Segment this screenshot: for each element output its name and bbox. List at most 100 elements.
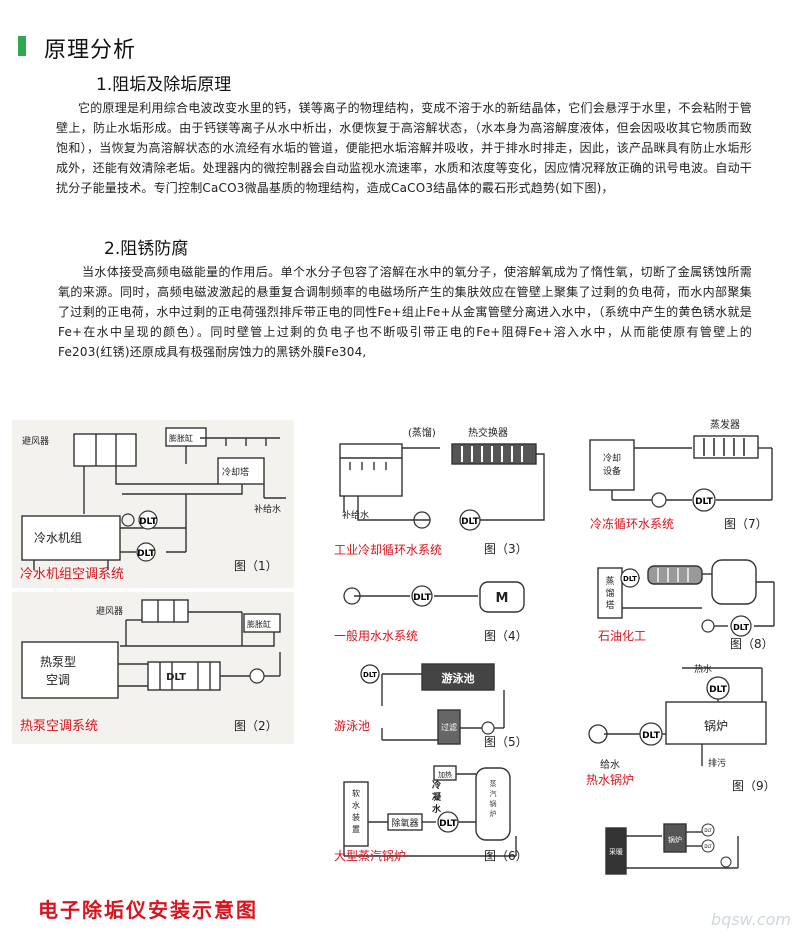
- paragraph-1: 它的原理是利用综合电波改变水里的钙，镁等离子的物理结构，变成不溶于水的新结晶体，…: [56, 101, 752, 195]
- svg-text:汽: 汽: [490, 789, 497, 798]
- caption-fig7: 冷冻循环水系统: [590, 516, 674, 531]
- svg-text:DLT: DLT: [704, 844, 712, 849]
- svg-text:DLT: DLT: [137, 549, 156, 559]
- label-tank: 膨胀缸: [247, 619, 271, 629]
- label-makeup: 补给水: [254, 503, 281, 515]
- caption-fig6: 大型蒸汽锅炉: [334, 848, 406, 863]
- pump-icon: [249, 668, 265, 684]
- caption-fig9: 热水锅炉: [586, 772, 634, 787]
- svg-text:DLT: DLT: [413, 593, 432, 603]
- svg-text:DLT: DLT: [363, 671, 377, 679]
- label-drain: 排污: [708, 757, 726, 769]
- svg-text:炉: 炉: [490, 809, 497, 818]
- dlt-device: [459, 509, 481, 531]
- label-evaporator: 蒸发器: [710, 418, 740, 431]
- pump-icon: [588, 724, 608, 744]
- filter-box: [437, 709, 461, 745]
- boiler-box: [475, 767, 511, 841]
- caption-fig2: 热泵空调系统: [20, 719, 98, 734]
- dlt-device: [411, 585, 433, 607]
- label-vent: 避风器: [22, 435, 49, 447]
- pump-icon: [720, 856, 732, 868]
- boiler-box: [663, 823, 687, 853]
- dlt-device: [701, 839, 715, 853]
- dlt-device: [136, 542, 156, 562]
- dlt-device: [138, 510, 158, 530]
- heater-box: [433, 765, 457, 781]
- footer-title: 电子除垢仪安装示意图: [38, 898, 258, 922]
- label-pool: 游泳池: [442, 671, 475, 685]
- label-boiler: 锅炉: [704, 718, 728, 733]
- svg-text:装: 装: [352, 812, 360, 822]
- page-title: 原理分析: [44, 38, 137, 63]
- dlt-device: [706, 676, 730, 700]
- figure-number-1: 图（1）: [234, 559, 278, 573]
- caption-fig1: 冷水机组空调系统: [20, 567, 124, 582]
- svg-text:软: 软: [352, 788, 360, 798]
- label-heatpump-2: 空调: [46, 673, 70, 687]
- label-vent: 避风器: [96, 605, 123, 617]
- diagram-9-hot-water-boiler: DLT DLT 热水 锅炉 给水 排污 热水锅炉 图（9）: [586, 663, 776, 793]
- label-chiller: 冷水机组: [34, 531, 82, 545]
- diagram-1-chiller: DLT DLT 避风器 膨胀缸 冷却塔 补给水 冷水机组 冷水机组空调系统 图（…: [20, 427, 286, 582]
- heating-device: [605, 827, 627, 875]
- pump-icon: [343, 587, 361, 605]
- label-makeup: 补给水: [342, 509, 369, 521]
- figure-number-9: 图（9）: [732, 779, 776, 793]
- motor-box: [479, 581, 525, 613]
- softener-box: [343, 781, 369, 847]
- dlt-device: [620, 568, 640, 588]
- diagram-7-refrigeration: DLT 蒸发器 冷却 设备 冷冻循环水系统 图（7）: [589, 418, 773, 531]
- svg-text:水: 水: [352, 800, 360, 810]
- diagram-5-swimming-pool: DLT 游泳池 过滤 游泳池 图（5）: [334, 663, 528, 749]
- diagram-8-petrochemical: DLT DLT 蒸 馏 塔 石油化工 图（8）: [597, 559, 775, 651]
- figure-number-8: 图（8）: [730, 637, 774, 651]
- label-steam: (蒸馏): [408, 426, 436, 439]
- figure-number-7: 图（7）: [724, 517, 768, 531]
- label-boiler: 锅炉: [668, 835, 682, 844]
- diagram-4-general-water: DLT M 一般用水水系统 图（4）: [334, 581, 528, 643]
- vent-box: [141, 599, 189, 623]
- label-heatpump-1: 热泵型: [40, 655, 76, 669]
- label-motor: M: [496, 591, 509, 606]
- svg-text:蒸: 蒸: [490, 779, 497, 788]
- tower-box: [711, 559, 757, 605]
- label-heater: 加热: [438, 770, 452, 779]
- cooling-tower: [217, 457, 265, 485]
- section-heading-1: 1.阻垢及除垢原理: [96, 75, 232, 95]
- svg-text:蒸: 蒸: [605, 575, 614, 587]
- label-hot-water: 热水: [694, 663, 712, 675]
- svg-text:DLT: DLT: [709, 685, 728, 695]
- svg-text:DLT: DLT: [139, 517, 158, 527]
- figure-number-2: 图（2）: [234, 719, 278, 733]
- label-deaerator: 除氧器: [391, 817, 418, 829]
- diagram-6-steam-boiler: DLT 软 水 装 置 除氧器 冷 凝 水 加热 蒸 汽 锅 炉 大型蒸汽锅炉 …: [334, 765, 528, 863]
- dlt-device: [437, 811, 459, 833]
- evaporator-box: [693, 435, 759, 459]
- caption-fig8: 石油化工: [598, 629, 646, 643]
- pump-icon: [481, 721, 495, 735]
- label-filter: 过滤: [441, 722, 457, 732]
- pool-box: [421, 663, 495, 691]
- caption-fig4: 一般用水水系统: [334, 628, 418, 643]
- figure-number-6: 图（6）: [484, 849, 528, 863]
- diagram-2-heat-pump: DLT 避风器 膨胀缸 热泵型 空调 热泵空调系统 图（2）: [20, 599, 281, 734]
- svg-text:DLT: DLT: [642, 731, 661, 741]
- dlt-device: [701, 823, 715, 837]
- label-cooling-1: 冷却: [603, 452, 621, 464]
- label-feed-water: 给水: [600, 758, 620, 771]
- figure-number-3: 图（3）: [484, 542, 528, 556]
- svg-text:DLT: DLT: [623, 575, 637, 583]
- svg-text:馏: 馏: [605, 587, 614, 599]
- chiller-box: [21, 515, 121, 561]
- dlt-device: [360, 664, 380, 684]
- watermark: bqsw.com: [711, 910, 791, 929]
- heat-exchanger: [647, 565, 703, 585]
- label-cooling-2: 设备: [603, 465, 621, 477]
- figure-number-4: 图（4）: [484, 629, 528, 643]
- dlt-device: [730, 615, 752, 637]
- cooling-tower: [339, 443, 403, 497]
- diagram-3-industrial-cooling: DLT (蒸馏) 热交换器 补给水 工业冷却循环水系统 图（3）: [334, 426, 545, 557]
- caption-fig3: 工业冷却循环水系统: [334, 543, 442, 557]
- label-heating-device: 采暖: [609, 847, 623, 856]
